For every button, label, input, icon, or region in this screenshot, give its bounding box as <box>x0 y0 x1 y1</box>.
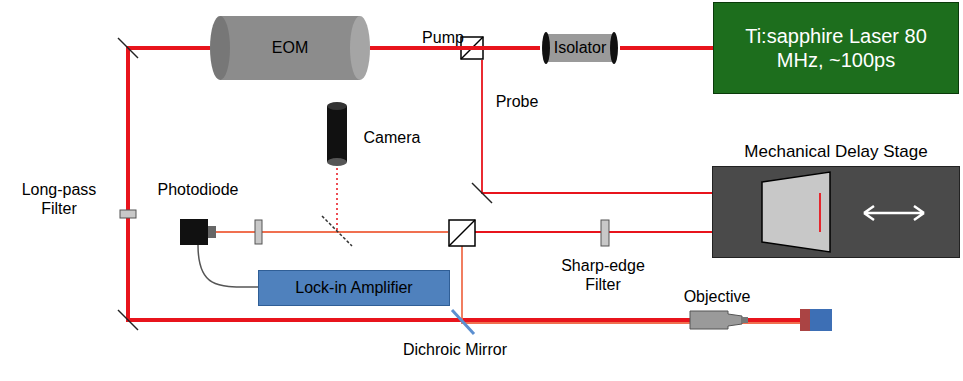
photodiode-body <box>180 219 208 245</box>
node-shape <box>712 166 960 258</box>
mirror <box>472 183 492 203</box>
mirror <box>118 310 138 330</box>
filter <box>255 220 262 244</box>
beam-splitter <box>449 220 475 246</box>
part-label: Objective <box>672 287 762 306</box>
photodiode-window <box>208 226 216 238</box>
camera-body <box>327 106 347 162</box>
instrument-box: Lock-in Amplifier <box>258 270 450 306</box>
instrument-box: Ti:sapphire Laser 80 MHz, ~100ps <box>713 2 959 94</box>
sample-substrate <box>810 309 832 331</box>
objective-lens <box>690 311 742 329</box>
part-label: Camera <box>352 128 432 147</box>
stage-heading: Mechanical Delay Stage <box>712 142 960 162</box>
part-label: Long-pass Filter <box>4 180 114 218</box>
mirror <box>118 38 138 58</box>
laser-beam <box>370 48 540 49</box>
part-label: Photodiode <box>148 180 248 199</box>
camera-lens <box>327 158 347 166</box>
optic-cylinder: Isolator <box>540 32 620 64</box>
signal-cable <box>198 245 258 287</box>
part-label: Pump <box>418 28 468 47</box>
return-beam <box>215 231 448 233</box>
optic-cylinder: EOM <box>210 16 370 80</box>
sharp-edge-filter <box>601 220 609 246</box>
laser-beam <box>620 48 713 49</box>
node-label: Isolator <box>554 38 606 57</box>
pump-beam <box>128 48 800 320</box>
part-label: Dichroic Mirror <box>380 340 530 359</box>
part-label: Probe <box>487 92 547 111</box>
sample-film <box>800 309 810 331</box>
camera-top <box>327 102 347 110</box>
node-shape <box>713 2 959 94</box>
node-label: Ti:sapphire Laser 80 MHz, ~100ps <box>736 24 936 72</box>
dichroic-mirror <box>452 310 474 334</box>
objective-tip <box>742 317 748 323</box>
long-pass-filter <box>120 210 136 218</box>
delay-stage: Mechanical Delay Stage <box>712 166 960 258</box>
camera-beam <box>336 168 338 231</box>
splitter-face <box>449 220 475 246</box>
node-label: EOM <box>272 38 308 57</box>
node-label: Lock-in Amplifier <box>295 278 412 297</box>
part-label: Sharp-edge Filter <box>548 256 658 294</box>
